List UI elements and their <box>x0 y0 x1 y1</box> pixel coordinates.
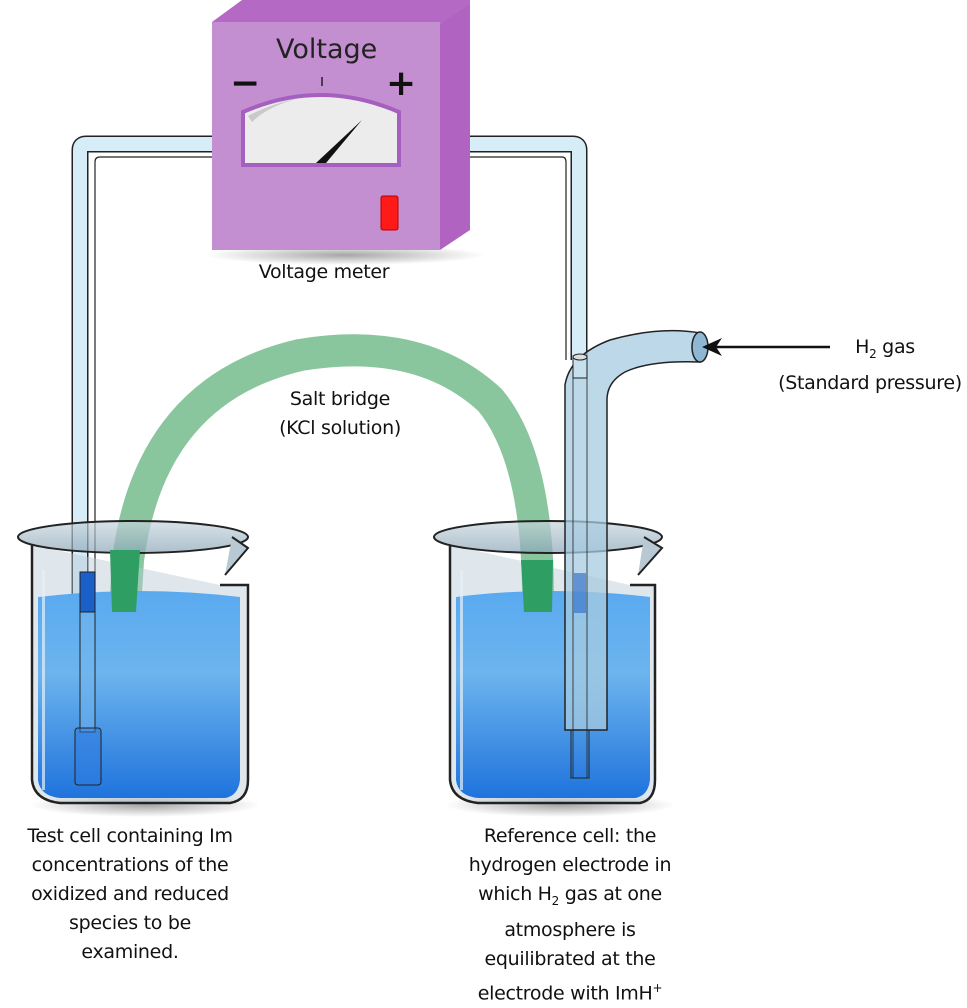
reference-cell-label-line: hydrogen electrode in <box>468 854 672 876</box>
gas-label-line1: H2 gas <box>855 336 915 361</box>
reference-cell-label: Reference cell: the hydrogen electrode i… <box>440 822 700 1008</box>
meter-plus-sign: + <box>386 63 417 104</box>
salt-bridge-label-line2: (KCl solution) <box>279 417 401 439</box>
test-cell-label: Test cell containing Im concentrations o… <box>5 822 255 967</box>
reference-cell-label-line: Reference cell: the <box>483 825 657 847</box>
meter-title: Voltage <box>276 34 378 65</box>
power-switch[interactable] <box>380 195 399 231</box>
test-cell-beaker <box>17 520 260 817</box>
voltage-meter-label: Voltage meter <box>258 261 390 283</box>
left-wire <box>71 135 212 728</box>
test-cell-label-line: species to be <box>69 912 191 934</box>
voltage-meter <box>205 0 485 265</box>
hydrogen-electrode <box>564 329 709 779</box>
reference-cell-label-line: which H2 gas at one <box>478 883 662 908</box>
gas-arrow <box>702 338 830 356</box>
test-cell-label-line: examined. <box>81 941 179 963</box>
test-cell-label-line: Test cell containing Im <box>27 825 233 847</box>
reference-cell-label-line: equilibrated at the <box>484 947 656 970</box>
salt-bridge-label-line1: Salt bridge <box>289 388 391 410</box>
reference-cell-label-line: electrode with ImH+ <box>477 980 663 1005</box>
reference-cell-label-line: atmosphere is <box>504 918 636 941</box>
meter-needle <box>316 120 362 163</box>
test-cell-label-line: concentrations of the <box>31 854 229 876</box>
gas-label: H2 gas (Standard pressure) <box>770 333 967 398</box>
gas-label-line2: (Standard pressure) <box>778 371 962 394</box>
meter-minus-sign: − <box>230 63 261 104</box>
test-cell-label-line: oxidized and reduced <box>31 883 229 905</box>
salt-bridge-label: Salt bridge (KCl solution) <box>250 385 430 443</box>
right-wire <box>454 135 588 360</box>
reference-cell-beaker <box>433 520 675 817</box>
salt-bridge <box>104 334 555 691</box>
